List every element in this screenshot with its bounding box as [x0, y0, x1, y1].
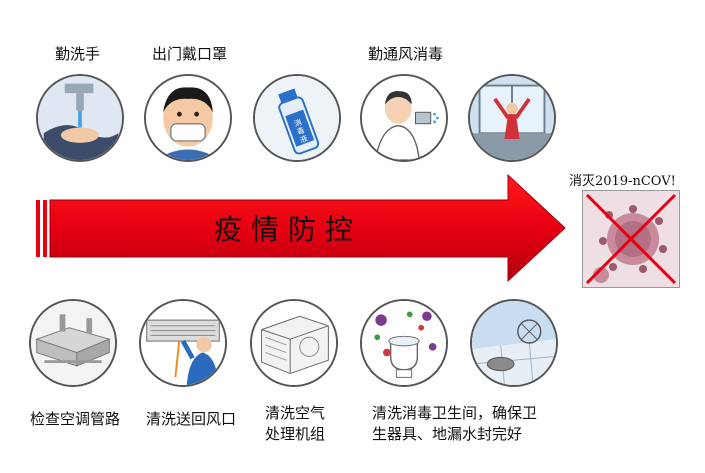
toilet-disinfect-illustration: [360, 299, 448, 387]
label-check-ducts: 检查空调管路: [30, 410, 121, 428]
disinfectant-bottle-illustration: 消 毒 液: [253, 74, 341, 162]
svg-text:液: 液: [298, 133, 309, 145]
mask-person-illustration: [144, 74, 232, 162]
label-ventilate-disinfect: 勤通风消毒: [368, 45, 444, 63]
label-clean-ahu: 清洗空气 处理机组: [265, 404, 326, 443]
coronavirus-crossed-icon: [583, 191, 679, 287]
hand-wash-illustration: [36, 74, 124, 162]
label-hand-wash: 勤洗手: [55, 45, 101, 63]
svg-text:毒: 毒: [295, 125, 306, 137]
virus-image: [582, 190, 680, 288]
air-duct-illustration: [29, 299, 117, 387]
banner-title: 疫情防控: [214, 213, 363, 246]
label-clean-toilet: 清洗消毒卫生间，确保卫 生器具、地漏水封完好: [372, 404, 538, 443]
open-window-illustration: [468, 74, 556, 162]
vent-cleaning-illustration: [139, 299, 227, 387]
air-handling-unit-illustration: [250, 299, 338, 387]
label-clean-vents: 清洗送回风口: [146, 410, 237, 428]
svg-text:消: 消: [292, 117, 303, 129]
label-wear-mask: 出门戴口罩: [152, 45, 228, 63]
virus-caption: 消灭2019-nCOV!: [569, 174, 676, 189]
floor-drain-illustration: [470, 299, 558, 387]
doctor-spraying-illustration: [360, 74, 448, 162]
